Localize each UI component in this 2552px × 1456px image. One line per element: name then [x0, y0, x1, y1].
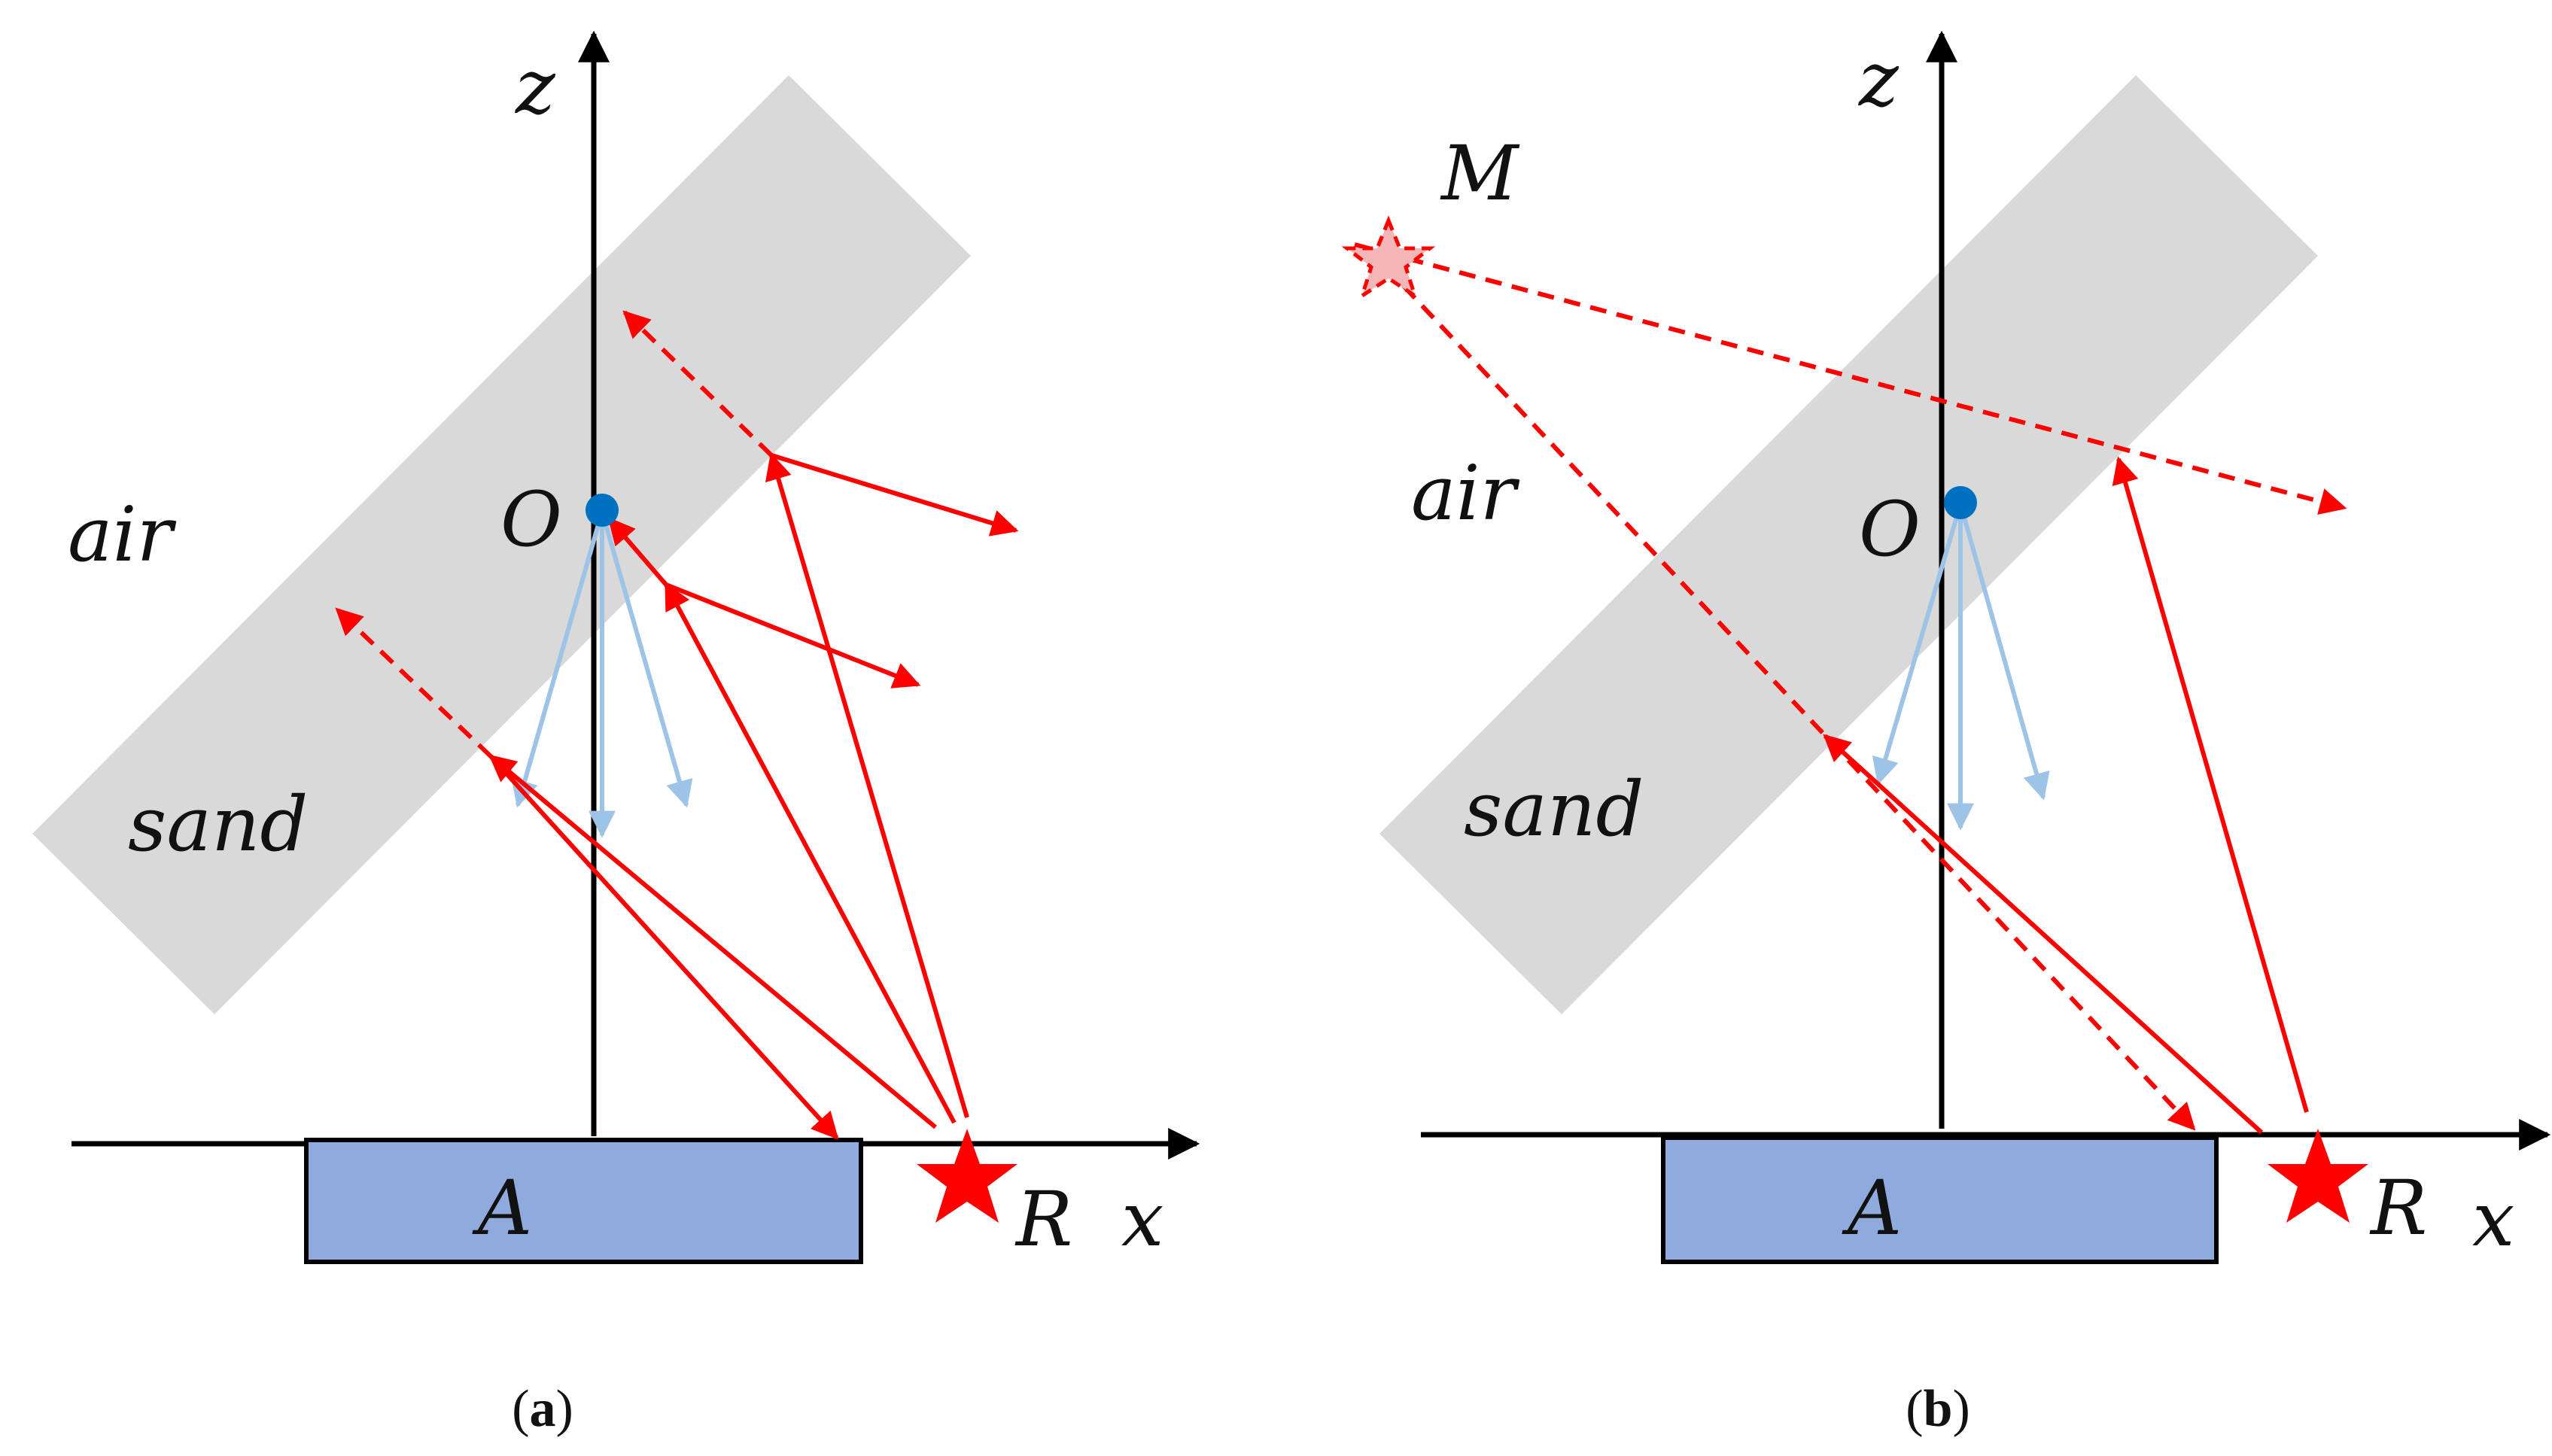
label-air: air: [68, 491, 177, 579]
label-o: O: [1859, 485, 1921, 573]
label-z: z: [515, 43, 556, 131]
panel-a: z O air sand A R x (a): [32, 30, 1200, 1438]
caption-a: (a): [512, 1380, 573, 1438]
panel-b: z M air O sand A R x (b): [1341, 30, 2551, 1438]
red-dashed-rays: [1354, 242, 2347, 1131]
label-r: R: [2369, 1164, 2427, 1252]
blue-rays: [1872, 503, 2050, 831]
blue-rays: [511, 511, 693, 838]
label-a: A: [472, 1164, 532, 1252]
receiver-box-a: [1661, 1135, 2219, 1264]
sand-band: [32, 75, 971, 1014]
source-star-r: [917, 1129, 1017, 1223]
label-sand: sand: [1464, 765, 1644, 853]
red-rays: [488, 452, 1019, 1140]
label-o: O: [500, 476, 562, 564]
label-air: air: [1411, 449, 1520, 537]
label-z: z: [1858, 35, 1900, 123]
source-star-r: [2268, 1129, 2368, 1223]
label-a: A: [1842, 1164, 1902, 1252]
point-o: [1944, 486, 1977, 519]
red-dashed-rays: [335, 310, 774, 758]
label-m: M: [1440, 129, 1520, 217]
label-x: x: [1121, 1175, 1163, 1263]
caption-b: (b): [1906, 1380, 1970, 1438]
point-o: [586, 494, 619, 527]
label-sand: sand: [128, 780, 308, 868]
red-rays: [1823, 456, 2309, 1135]
label-r: R: [1014, 1175, 1072, 1263]
sand-band: [1379, 75, 2318, 1014]
mirror-star-m: [1341, 215, 1436, 300]
receiver-box-a: [304, 1138, 863, 1264]
label-x: x: [2472, 1175, 2514, 1263]
